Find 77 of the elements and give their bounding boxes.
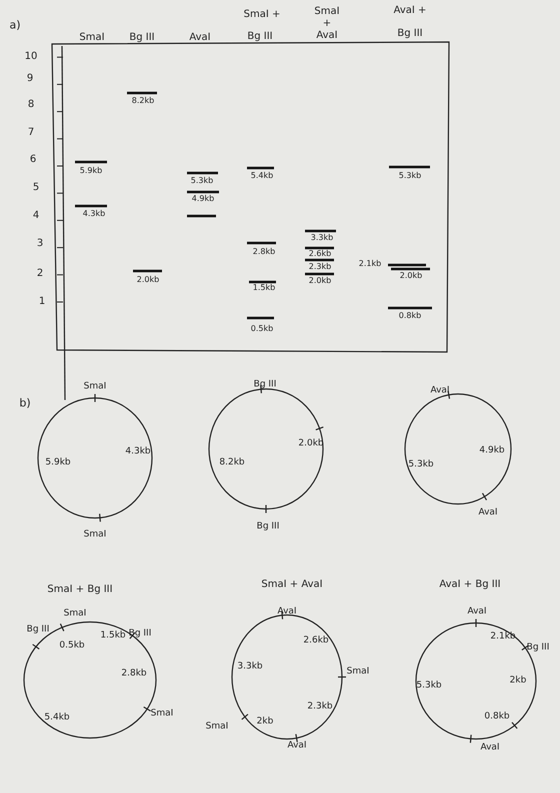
map-title: SmaI + Bg III bbox=[47, 585, 113, 595]
band-label: 0.8kb bbox=[398, 312, 422, 320]
lane-label: SmaI bbox=[79, 33, 105, 43]
map-label: 5.3kb bbox=[416, 682, 442, 690]
map-label: 2.1kb bbox=[490, 632, 516, 642]
band-label: 2.6kb bbox=[308, 250, 332, 258]
axis-tick-label: 2 bbox=[36, 269, 44, 279]
axis-tick-label: 1 bbox=[38, 297, 46, 307]
band-label: 2.8kb bbox=[252, 248, 276, 256]
map-label: SmaI bbox=[150, 710, 174, 718]
map-label: Bg III bbox=[254, 380, 276, 390]
map-label: Bg III bbox=[526, 644, 550, 652]
lane-label: AvaI + bbox=[394, 6, 426, 16]
band-label: 0.5kb bbox=[250, 325, 274, 333]
map-label: AvaI bbox=[467, 608, 487, 616]
axis-tick-label: 3 bbox=[36, 239, 44, 249]
band-label: 1.5kb bbox=[252, 284, 276, 292]
lane-label: SmaI + bbox=[244, 10, 280, 20]
lane-label: Bg III bbox=[397, 29, 423, 39]
lane-label: Bg III bbox=[247, 32, 273, 42]
map-label: 2kb bbox=[256, 718, 274, 726]
map-label: AvaI bbox=[277, 608, 297, 616]
map-label: AvaI bbox=[478, 508, 498, 518]
lane-label: AvaI bbox=[316, 31, 338, 41]
map-label: 0.5kb bbox=[59, 642, 85, 650]
map-label: AvaI bbox=[430, 386, 450, 396]
band-label: 5.3kb bbox=[190, 177, 214, 185]
map-label: SmaI bbox=[84, 530, 106, 540]
map-label: 4.9kb bbox=[479, 446, 505, 456]
map-label: 2.8kb bbox=[121, 670, 147, 678]
band-label: 2.0kb bbox=[308, 277, 332, 285]
map-label: 2kb bbox=[510, 676, 526, 686]
map-label: SmaI bbox=[206, 722, 228, 732]
map-label: 2.6kb bbox=[303, 636, 329, 646]
axis-tick-label: 5 bbox=[32, 183, 40, 193]
band-label: 8.2kb bbox=[132, 97, 154, 105]
band-label: 5.9kb bbox=[80, 167, 102, 175]
band-label: 3.3kb bbox=[310, 234, 334, 242]
axis-tick-label: 7 bbox=[28, 128, 34, 138]
section-label: a) bbox=[9, 20, 21, 30]
map-label: SmaI bbox=[64, 610, 86, 618]
map-label: 5.3kb bbox=[408, 460, 434, 470]
band-label: 2.3kb bbox=[308, 263, 332, 271]
map-label: 2.0kb bbox=[298, 440, 324, 448]
map-label: 4.3kb bbox=[125, 448, 151, 456]
map-label: 3.3kb bbox=[237, 662, 263, 672]
map-label: SmaI bbox=[346, 668, 370, 676]
map-label: 8.2kb bbox=[219, 458, 245, 468]
map-label: 0.8kb bbox=[484, 712, 510, 722]
band-label: 2.1kb bbox=[358, 260, 382, 268]
map-label: AvaI bbox=[480, 744, 500, 752]
map-label: 1.5kb bbox=[100, 632, 126, 640]
map-label: Bg III bbox=[26, 626, 50, 634]
map-label: 2.3kb bbox=[307, 702, 333, 712]
band-label: 5.4kb bbox=[250, 172, 274, 180]
axis-tick-label: 6 bbox=[30, 155, 36, 165]
axis-tick-label: 9 bbox=[26, 74, 34, 84]
lane-label: + bbox=[322, 19, 332, 29]
band-label: 5.3kb bbox=[398, 172, 422, 180]
section-label: b) bbox=[19, 398, 31, 408]
axis-tick-label: 8 bbox=[28, 100, 34, 110]
band-label: 4.9kb bbox=[192, 195, 214, 203]
map-label: AvaI bbox=[287, 742, 307, 750]
map-title: AvaI + Bg III bbox=[439, 580, 501, 590]
axis-tick-label: 4 bbox=[32, 211, 40, 221]
map-label: Bg III bbox=[256, 522, 280, 532]
axis-tick-label: 10 bbox=[24, 52, 38, 62]
map-title: SmaI + AvaI bbox=[261, 580, 323, 590]
lane-label: AvaI bbox=[189, 33, 211, 43]
lane-label: SmaI bbox=[314, 7, 340, 17]
map-label: 5.4kb bbox=[44, 714, 70, 722]
map-label: SmaI bbox=[84, 382, 106, 392]
band-label: 2.0kb bbox=[136, 276, 160, 284]
band-label: 4.3kb bbox=[82, 210, 106, 218]
band-label: 2.0kb bbox=[400, 272, 422, 280]
map-label: 5.9kb bbox=[45, 458, 71, 468]
lane-label: Bg III bbox=[129, 33, 155, 43]
